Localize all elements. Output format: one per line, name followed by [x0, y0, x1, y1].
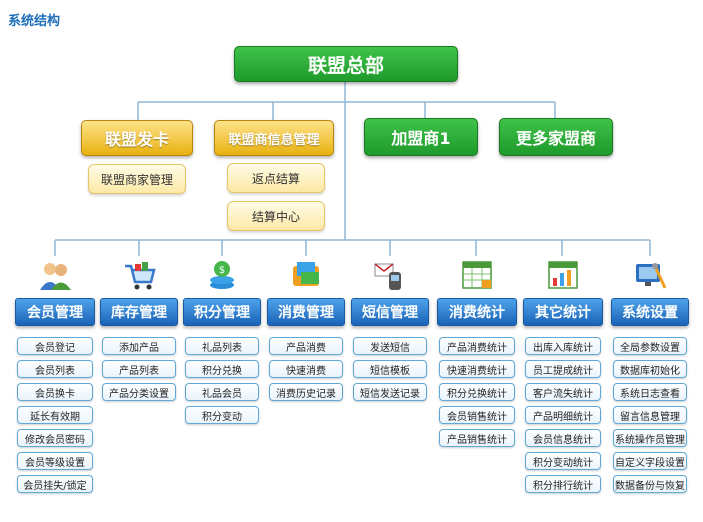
module-item: 系统操作员管理	[613, 429, 687, 447]
svg-text:$: $	[219, 265, 225, 276]
module-item: 系统日志查看	[613, 383, 687, 401]
module-item: 出库入库统计	[525, 337, 601, 355]
module-item: 产品销售统计	[439, 429, 515, 447]
module-item: 自定义字段设置	[613, 452, 687, 470]
module-item: 积分排行统计	[525, 475, 601, 493]
node-merchant-info: 联盟商信息管理	[214, 120, 334, 156]
module-header-2: 积分管理	[183, 298, 261, 326]
module-item: 延长有效期	[17, 406, 93, 424]
spreadsheet-icon	[460, 258, 494, 292]
module-item: 积分兑换	[185, 360, 259, 378]
module-item: 发送短信	[353, 337, 427, 355]
module-header-4: 短信管理	[351, 298, 429, 326]
module-header-0: 会员管理	[15, 298, 95, 326]
module-item: 礼品会员	[185, 383, 259, 401]
node-more-franchisees: 更多家盟商	[499, 118, 613, 156]
wallet-icon	[289, 258, 323, 292]
module-item: 产品分类设置	[102, 383, 176, 401]
module-item: 全局参数设置	[613, 337, 687, 355]
module-item: 短信模板	[353, 360, 427, 378]
module-item: 积分兑换统计	[439, 383, 515, 401]
module-item: 产品消费	[269, 337, 343, 355]
page-title: 系统结构	[8, 14, 61, 29]
node-franchisee-1: 加盟商1	[364, 118, 478, 156]
module-item: 员工提成统计	[525, 360, 601, 378]
points-icon: $	[205, 258, 239, 292]
module-item: 数据库初始化	[613, 360, 687, 378]
module-item: 会员换卡	[17, 383, 93, 401]
module-header-7: 系统设置	[611, 298, 689, 326]
module-header-5: 消费统计	[437, 298, 517, 326]
module-header-6: 其它统计	[523, 298, 603, 326]
module-item: 积分变动统计	[525, 452, 601, 470]
module-item: 会员销售统计	[439, 406, 515, 424]
module-item: 产品列表	[102, 360, 176, 378]
node-rebate-settlement: 返点结算	[227, 163, 325, 193]
module-item: 快速消费统计	[439, 360, 515, 378]
module-item: 留言信息管理	[613, 406, 687, 424]
root-node: 联盟总部	[234, 46, 458, 82]
module-item: 会员信息统计	[525, 429, 601, 447]
module-item: 修改会员密码	[17, 429, 93, 447]
module-item: 会员登记	[17, 337, 93, 355]
module-item: 短信发送记录	[353, 383, 427, 401]
member-icon	[38, 258, 72, 292]
module-item: 产品明细统计	[525, 406, 601, 424]
module-header-3: 消费管理	[267, 298, 345, 326]
settings-icon	[633, 258, 667, 292]
report-icon	[546, 258, 580, 292]
module-item: 客户流失统计	[525, 383, 601, 401]
module-item: 快速消费	[269, 360, 343, 378]
module-header-1: 库存管理	[100, 298, 178, 326]
module-item: 会员挂失/锁定	[17, 475, 93, 493]
module-item: 产品消费统计	[439, 337, 515, 355]
shopping-cart-icon	[122, 258, 156, 292]
module-item: 添加产品	[102, 337, 176, 355]
module-item: 礼品列表	[185, 337, 259, 355]
node-card-issuing: 联盟发卡	[81, 120, 193, 156]
module-item: 积分变动	[185, 406, 259, 424]
message-icon	[373, 258, 407, 292]
node-merchant-management: 联盟商家管理	[88, 164, 186, 194]
module-item: 会员等级设置	[17, 452, 93, 470]
module-item: 会员列表	[17, 360, 93, 378]
module-item: 消费历史记录	[269, 383, 343, 401]
node-settlement-center: 结算中心	[227, 201, 325, 231]
module-item: 数据备份与恢复	[613, 475, 687, 493]
